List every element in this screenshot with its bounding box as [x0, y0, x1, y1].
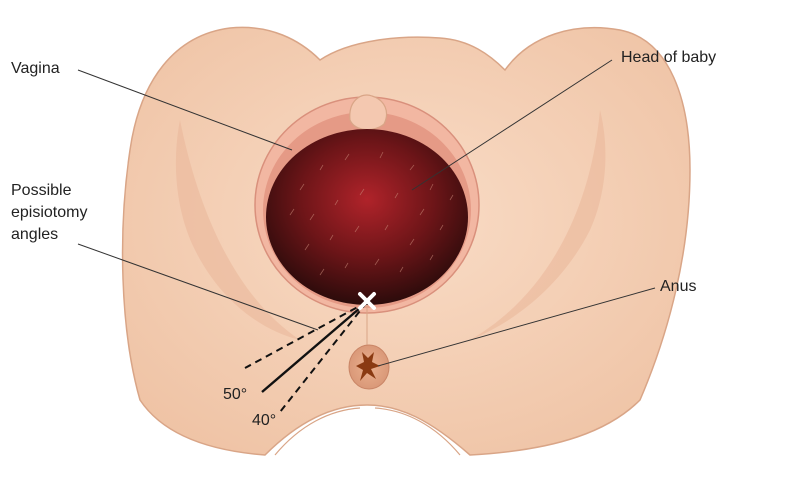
label-episiotomy-angles: Possible episiotomy angles [11, 180, 121, 246]
label-episiotomy-line3: angles [11, 226, 59, 243]
label-angle-50: 50° [223, 386, 248, 403]
left-thigh-shadow [175, 120, 300, 340]
anus-center [356, 352, 380, 381]
label-anus: Anus [660, 278, 697, 295]
label-episiotomy-line2: episiotomy [11, 204, 88, 221]
label-vagina: Vagina [11, 60, 60, 77]
baby-head [266, 129, 468, 305]
buttock-crease-right [374, 407, 461, 456]
right-thigh-shadow [470, 110, 606, 340]
leader-head [411, 59, 613, 191]
label-angle-40: 40° [252, 412, 277, 429]
label-head-of-baby: Head of baby [621, 49, 717, 66]
label-episiotomy-line1: Possible [11, 182, 72, 199]
leader-episiotomy [77, 243, 319, 331]
buttock-crease-left [274, 407, 361, 456]
incision-mark-icon [358, 292, 376, 310]
leader-anus [377, 287, 656, 367]
leader-vagina [77, 69, 293, 151]
hair-texture [289, 151, 454, 276]
episiotomy-line-50 [261, 301, 368, 393]
